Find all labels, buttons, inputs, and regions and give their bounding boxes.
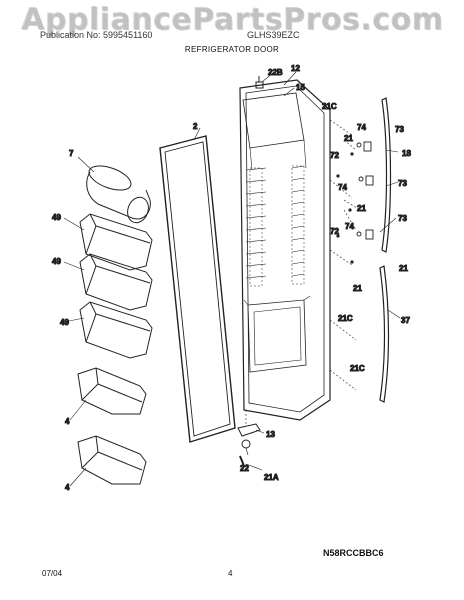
callout-72-a: 72	[330, 151, 339, 160]
door-bin-lower	[79, 301, 153, 359]
callout-49-a: 49	[52, 213, 61, 222]
callout-37: 37	[401, 316, 410, 325]
handle-mounts	[356, 141, 374, 240]
callout-12: 12	[291, 64, 300, 73]
callout-2: 2	[193, 122, 198, 131]
callout-74-a: 74	[357, 123, 366, 132]
door-liner	[239, 79, 331, 421]
callout-22: 22	[240, 464, 249, 473]
callout-21-a: 21	[344, 134, 353, 143]
page-number: 4	[228, 569, 233, 578]
callout-21c-low: 21C	[350, 364, 365, 373]
door-bin-upper	[79, 213, 153, 271]
screws	[336, 152, 354, 264]
callout-21c-mid: 21C	[338, 314, 353, 323]
callout-15: 15	[296, 83, 305, 92]
leader-lines	[63, 71, 401, 487]
screw-leader-lines	[329, 119, 361, 391]
callout-4-a: 4	[65, 417, 70, 426]
diagram-code: N58RCCBBC6	[323, 548, 384, 558]
door-shelf-upper	[77, 367, 147, 415]
callout-73-b: 73	[398, 179, 407, 188]
callout-22b: 22B	[268, 68, 283, 77]
model-number: GLHS39EZC	[247, 30, 300, 40]
door-gasket	[159, 135, 236, 443]
callout-21-b: 21	[357, 204, 366, 213]
watermark: AppliancePartsPros.com	[20, 2, 444, 37]
callout-4-b: 4	[65, 483, 70, 492]
callout-49-b: 49	[52, 257, 61, 266]
callout-73-a: 73	[395, 125, 404, 134]
bottom-hinge	[237, 410, 261, 467]
top-hinge-cap	[255, 76, 264, 89]
section-title: REFRIGERATOR DOOR	[184, 45, 280, 54]
door-shelf-lower	[77, 435, 147, 485]
callout-49-c: 49	[60, 318, 69, 327]
callout-73-c: 73	[398, 214, 407, 223]
callout-21c-top: 21C	[322, 102, 337, 111]
callout-7: 7	[69, 149, 74, 158]
callout-21-c: 21	[399, 264, 408, 273]
callout-74-c: 74	[345, 222, 354, 231]
footer-date: 07/04	[42, 569, 63, 578]
callout-18: 18	[402, 149, 411, 158]
callout-72-b: 72	[330, 227, 339, 236]
door-handle	[379, 97, 392, 403]
callout-13: 13	[266, 430, 275, 439]
door-bin-middle	[79, 253, 153, 311]
callout-21-d: 21	[353, 284, 362, 293]
callout-21a: 21A	[264, 473, 279, 482]
publication-number: Publication No: 5995451160	[40, 30, 153, 40]
callout-74-b: 74	[338, 183, 347, 192]
dairy-door	[86, 165, 151, 224]
